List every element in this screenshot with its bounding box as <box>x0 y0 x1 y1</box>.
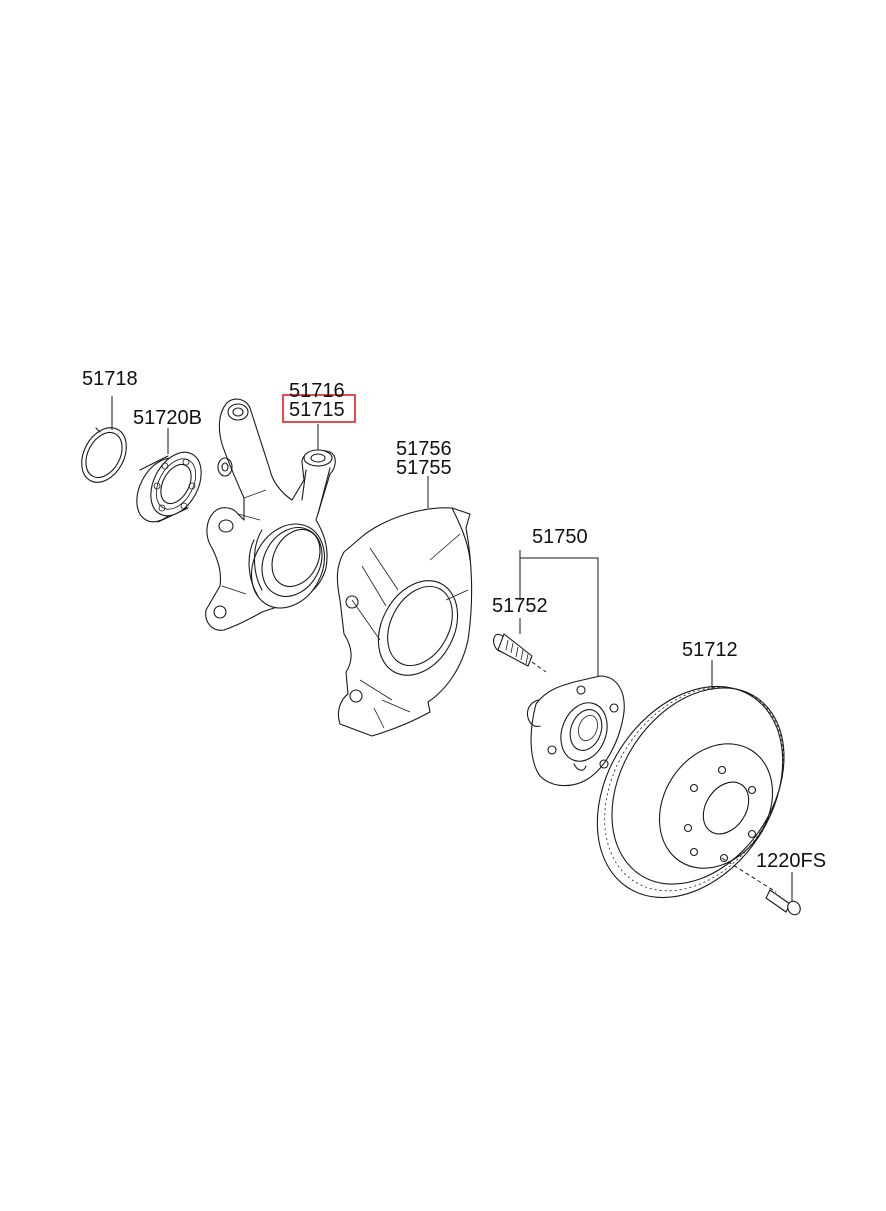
screw-1220fs[interactable] <box>721 857 803 917</box>
part-labels: 51718 51720B 51716 51715 51756 51755 517… <box>82 368 826 872</box>
label-51720b[interactable]: 51720B <box>133 407 202 429</box>
snap-ring-51718[interactable] <box>73 420 136 490</box>
bearing-51720b[interactable] <box>127 444 212 531</box>
dust-cover-51755[interactable] <box>336 507 473 737</box>
label-51756[interactable]: 51756 <box>396 438 452 460</box>
brake-disc-51712[interactable] <box>559 652 821 933</box>
label-51718[interactable]: 51718 <box>82 368 138 390</box>
label-51752[interactable]: 51752 <box>492 595 548 617</box>
label-51755[interactable]: 51755 <box>396 457 452 479</box>
leader-lines <box>111 396 793 902</box>
label-51715[interactable]: 51715 <box>289 399 345 421</box>
steering-knuckle-51715[interactable] <box>205 398 339 631</box>
label-51750[interactable]: 51750 <box>532 526 588 548</box>
wheel-bolt-51752[interactable] <box>491 632 547 673</box>
label-51712[interactable]: 51712 <box>682 639 738 661</box>
label-51716[interactable]: 51716 <box>289 380 345 402</box>
wheel-hub-51750[interactable] <box>527 675 625 787</box>
highlight-box-51715 <box>282 394 356 423</box>
label-1220fs[interactable]: 1220FS <box>756 850 826 872</box>
